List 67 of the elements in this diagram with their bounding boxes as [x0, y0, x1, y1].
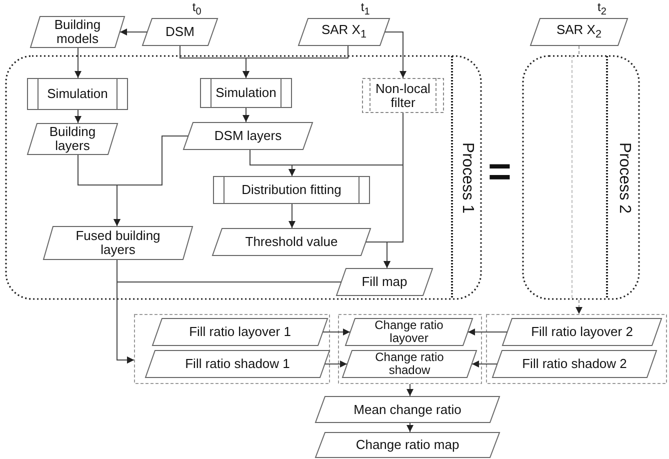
node-label: Building layers	[48, 125, 97, 153]
predefined-process-box	[213, 176, 370, 204]
node-label: Fill ratio shadow 1	[185, 357, 290, 371]
data-parallelogram	[345, 318, 473, 346]
arrow	[120, 28, 148, 36]
arrow	[472, 360, 498, 368]
node-label: DSM	[166, 25, 194, 39]
node-label: Fill map	[362, 275, 408, 289]
node-label: Fused building layers	[74, 229, 162, 257]
node-label: SAR X$_{2}$	[556, 22, 602, 42]
node-label: Fill ratio layover 1	[189, 325, 291, 339]
node-label: Change ratio map	[356, 438, 460, 452]
arrow	[384, 112, 404, 268]
arrow	[384, 32, 406, 78]
node-label: Building models	[53, 18, 102, 46]
filter-box	[362, 78, 444, 113]
arrow	[576, 300, 582, 314]
arrow	[406, 384, 414, 396]
node-label: Process 2	[614, 142, 632, 214]
arrow	[74, 48, 82, 78]
data-parallelogram	[43, 226, 193, 260]
data-parallelogram	[342, 350, 477, 378]
node-label: SAR X$_{1}$	[321, 22, 367, 42]
time-label: t$_{0}$	[192, 1, 202, 13]
arrow	[116, 282, 342, 364]
node-label: Fill ratio layover 2	[531, 325, 633, 339]
process-region	[522, 55, 640, 300]
group-frame	[134, 314, 330, 384]
node-label: Simulation	[216, 86, 276, 100]
node-label: Process 1	[458, 142, 476, 214]
node-label: Change ratio layover	[374, 319, 444, 345]
predefined-process-box	[27, 78, 128, 110]
data-parallelogram	[152, 318, 328, 346]
arrow	[114, 136, 188, 226]
arrow	[242, 108, 250, 122]
data-parallelogram	[315, 396, 500, 423]
arrow	[74, 110, 82, 124]
node-label: Mean change ratio	[354, 402, 462, 416]
time-label: t$_{2}$	[598, 1, 606, 13]
arrow	[242, 46, 348, 78]
data-parallelogram	[492, 350, 657, 378]
data-parallelogram	[212, 228, 371, 256]
arrow	[468, 328, 508, 336]
arrow	[288, 204, 296, 228]
data-parallelogram	[27, 123, 118, 155]
process-region	[5, 55, 482, 300]
group-frame	[486, 314, 667, 384]
node-label: Threshold value	[245, 235, 338, 249]
data-parallelogram	[145, 350, 330, 378]
data-parallelogram	[336, 268, 433, 296]
arrow	[324, 360, 348, 368]
data-parallelogram	[315, 432, 500, 458]
node-label: Fill ratio shadow 2	[522, 357, 627, 371]
arrow	[406, 422, 414, 432]
arrow	[322, 328, 350, 336]
node-label: DSM layers	[214, 129, 282, 143]
predefined-process-box	[200, 78, 292, 108]
node-label: Non-local filter	[374, 82, 432, 110]
data-parallelogram	[502, 318, 662, 346]
node-label: Simulation	[47, 87, 108, 101]
group-frame	[338, 314, 482, 384]
time-label: t$_{1}$	[360, 1, 370, 13]
equals-sign: =	[488, 150, 512, 194]
data-parallelogram	[183, 122, 313, 150]
node-label: Change ratio shadow	[374, 351, 445, 377]
node-label: Distribution fitting	[242, 183, 342, 197]
data-parallelogram	[30, 16, 125, 48]
